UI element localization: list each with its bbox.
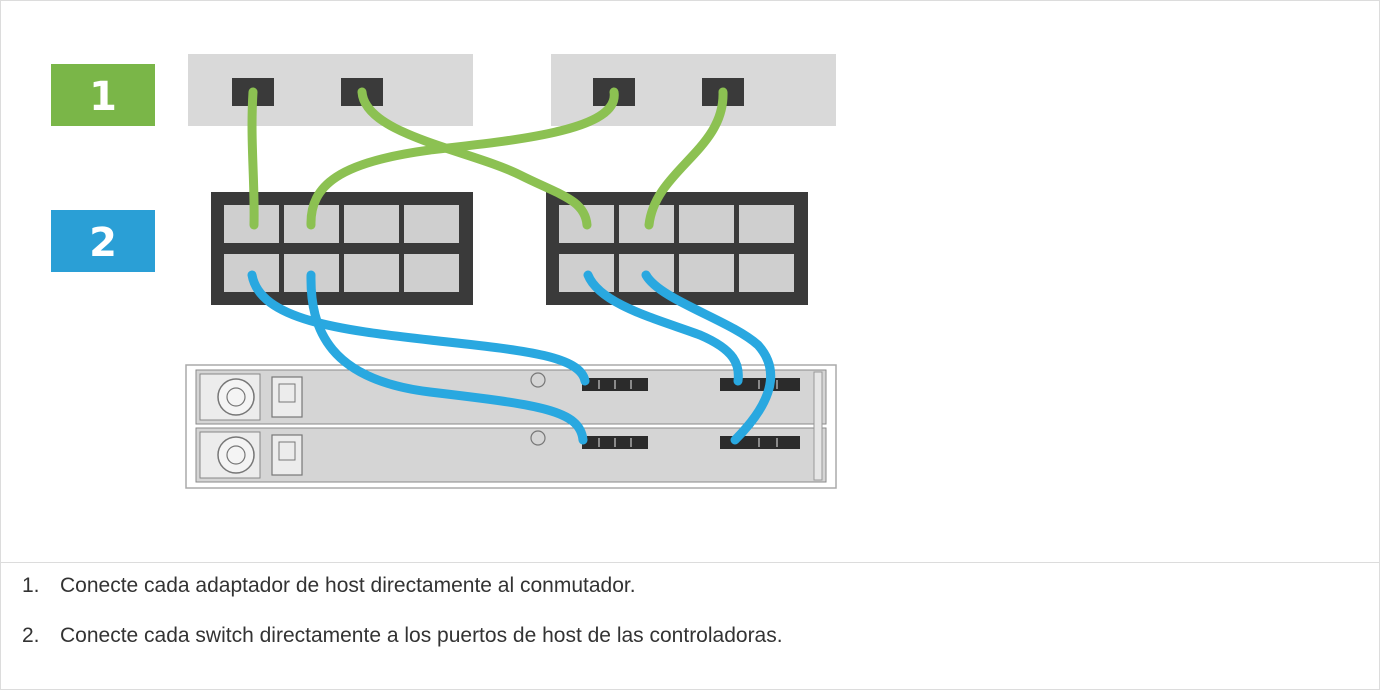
blue-cable-3 <box>583 270 743 386</box>
blue-cable-4 <box>641 270 776 445</box>
controller-shelf <box>185 364 837 489</box>
psu-fan-bottom <box>199 431 303 479</box>
green-cable-3 <box>306 87 619 230</box>
step-number: 1. <box>22 574 40 597</box>
step-text: Conecte cada adaptador de host directame… <box>60 574 636 597</box>
badge-step-1-label: 1 <box>89 74 117 120</box>
badge-step-1: 1 <box>51 64 155 126</box>
host-adapter-right <box>551 54 836 126</box>
blue-cable-2 <box>306 270 588 445</box>
badge-step-2-label: 2 <box>89 220 117 266</box>
list-item: 2. Conecte cada switch directamente a lo… <box>18 622 783 662</box>
switch-right <box>546 192 808 305</box>
list-item: 1. Conecte cada adaptador de host direct… <box>18 572 783 612</box>
figure-divider <box>0 562 1380 563</box>
blue-cable-1 <box>247 270 590 386</box>
green-cable-1 <box>247 87 259 230</box>
green-cables <box>247 87 728 230</box>
host-adapter-left <box>188 54 473 126</box>
cabling-diagram: 1 2 <box>51 54 837 489</box>
badge-step-2: 2 <box>51 210 155 272</box>
steps-list: 1. Conecte cada adaptador de host direct… <box>18 572 783 672</box>
psu-fan-top <box>199 373 303 421</box>
step-number: 2. <box>22 624 40 647</box>
blue-cables <box>247 270 776 445</box>
green-cable-2 <box>357 87 592 230</box>
green-cable-4 <box>644 87 728 230</box>
step-text: Conecte cada switch directamente a los p… <box>60 624 783 647</box>
